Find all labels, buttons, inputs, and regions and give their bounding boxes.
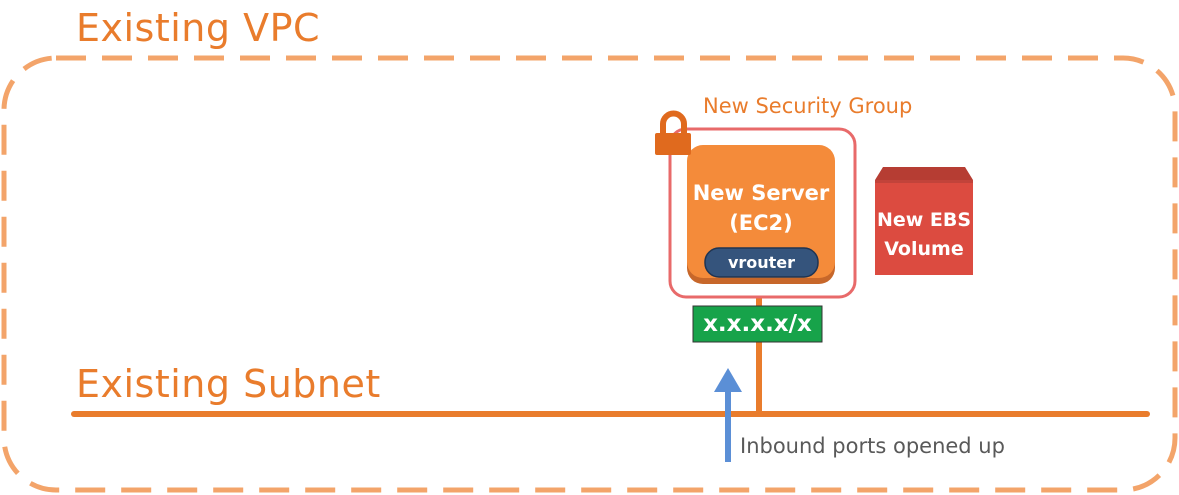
ebs-label-line1: New EBS — [876, 209, 972, 231]
ip-address-box — [692, 305, 823, 343]
vrouter-label: vrouter — [727, 253, 796, 272]
inbound-ports-label: Inbound ports opened up — [740, 434, 1005, 458]
ip-address-label: x.x.x.x/x — [703, 311, 812, 337]
server-label-line1: New Server — [692, 181, 830, 205]
subnet-title: Existing Subnet — [76, 362, 381, 406]
server-label-line2: (EC2) — [729, 211, 793, 235]
server-box — [687, 145, 835, 278]
vpc-boundary — [1, 55, 1178, 493]
vpc-title: Existing VPC — [76, 6, 321, 50]
lock-icon — [655, 110, 691, 155]
up-arrow-icon — [714, 368, 742, 462]
security-group-title: New Security Group — [703, 94, 913, 118]
vrouter-pill — [704, 247, 819, 278]
ebs-volume-label: New EBS Volume — [874, 206, 974, 264]
server-label: New Server (EC2) — [688, 178, 834, 238]
ebs-volume-icon — [875, 167, 973, 275]
ebs-label-line2: Volume — [884, 238, 964, 260]
